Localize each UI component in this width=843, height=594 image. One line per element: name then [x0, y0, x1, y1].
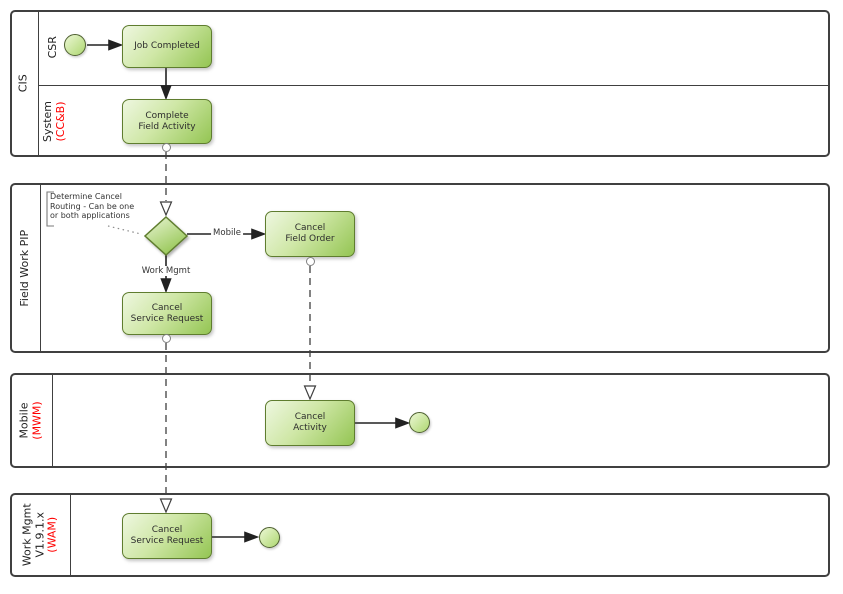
wam-label-text: (WAM)	[45, 517, 59, 553]
task-cfa-line2: Field Activity	[138, 121, 196, 132]
cis-label-divider	[37, 11, 39, 156]
end-event-mobile[interactable]	[409, 412, 430, 433]
task-cancel-service-request-wam[interactable]: Cancel Service Request	[122, 513, 212, 559]
task-ca-line2: Activity	[293, 423, 327, 433]
mobile-label-divider	[51, 374, 53, 467]
task-cfo-line1: Cancel	[294, 223, 326, 233]
mobile-label-text: Mobile	[17, 402, 31, 439]
lane-label-system-ccb: System (CC&B)	[38, 85, 72, 157]
task-cancel-field-order[interactable]: Cancel Field Order	[265, 211, 355, 257]
task-cfo-line2: Field Order	[285, 234, 335, 244]
task-csr-pip-line1: Cancel	[151, 302, 183, 313]
task-cancel-activity[interactable]: Cancel Activity	[265, 400, 355, 446]
wam-label-divider	[69, 494, 71, 576]
annotation-line3: or both applications	[50, 211, 130, 221]
lane-label-work-mgmt-wam: Work Mgmt V1.9.1.x (WAM)	[10, 493, 70, 577]
edge-label-work-mgmt: Work Mgmt	[139, 266, 193, 276]
connection-point-csr-pip	[161, 333, 171, 343]
connection-point-cfa	[161, 143, 171, 152]
task-cancel-service-request-pip[interactable]: Cancel Service Request	[122, 292, 212, 335]
csr-system-divider	[39, 84, 828, 86]
gateway-cancel-routing[interactable]	[143, 215, 189, 257]
lane-label-mobile-mwm: Mobile (MWM)	[10, 373, 52, 468]
start-event[interactable]	[64, 34, 86, 56]
edge-label-mobile: Mobile	[211, 228, 243, 238]
ccb-label-text: (CC&B)	[54, 100, 67, 142]
workmgmt-version-text: V1.9.1.x	[32, 512, 46, 558]
task-csr-pip-line2: Service Request	[130, 313, 204, 324]
annotation-line2: Routing - Can be one	[50, 201, 135, 211]
annotation-determine-cancel-routing: Determine Cancel Routing - Can be one or…	[50, 192, 145, 221]
task-csr-wam-line2: Service Request	[130, 536, 204, 546]
workmgmt-label-text: Work Mgmt	[20, 503, 34, 567]
mwm-label-text: (MWM)	[29, 401, 43, 440]
fwp-label-divider	[39, 184, 41, 352]
annotation-line1: Determine Cancel	[50, 192, 122, 201]
task-ca-line1: Cancel	[294, 412, 326, 422]
task-job-completed[interactable]: Job Completed	[122, 25, 212, 68]
lane-label-cis: CIS	[16, 74, 30, 93]
lane-label-field-work-pip: Field Work PIP	[17, 229, 31, 307]
end-event-wam[interactable]	[259, 527, 280, 548]
task-cfa-line1: Complete	[145, 110, 189, 121]
task-job-completed-label: Job Completed	[134, 41, 200, 51]
task-csr-wam-line1: Cancel	[151, 525, 183, 535]
task-complete-field-activity[interactable]: Complete Field Activity	[122, 99, 212, 144]
connection-point-cfo	[305, 256, 315, 266]
